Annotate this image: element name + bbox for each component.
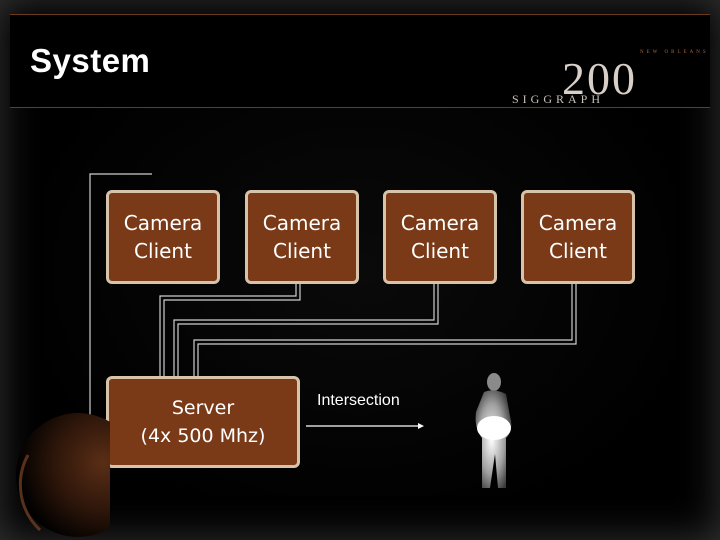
camera-client-label-line1: Camera [538, 211, 618, 235]
server-label-line2: (4x 500 Mhz) [140, 425, 266, 447]
server-box: Server (4x 500 Mhz) [106, 376, 300, 468]
person-silhouette-image [475, 373, 512, 488]
camera-client-label-line2: Client [134, 239, 192, 263]
title-bar [10, 14, 710, 108]
connector-camera-3 [177, 284, 439, 376]
camera-client-label-line2: Client [549, 239, 607, 263]
intersection-label: Intersection [317, 392, 400, 409]
connector-camera-4 [197, 284, 577, 376]
logo-location-text: NEW ORLEANS [640, 50, 709, 55]
logo-siggraph-text: SIGGRAPH [512, 92, 605, 106]
camera-client-box-3: Camera Client [383, 190, 497, 284]
siggraph-logo: NEW ORLEANS 200 SIGGRAPH [510, 40, 710, 112]
camera-client-box-1: Camera Client [106, 190, 220, 284]
camera-client-box-4: Camera Client [521, 190, 635, 284]
camera-client-label-line2: Client [411, 239, 469, 263]
planet-image [16, 413, 110, 537]
camera-client-label-line1: Camera [400, 211, 480, 235]
logo-year-text: 200 [562, 53, 637, 104]
camera-client-label-line1: Camera [123, 211, 203, 235]
camera-client-box-2: Camera Client [245, 190, 359, 284]
intersection-arrow [306, 423, 424, 429]
camera-client-label-line1: Camera [262, 211, 342, 235]
slide-title: System [30, 42, 151, 79]
camera-client-label-line2: Client [273, 239, 331, 263]
connector-camera-2 [163, 284, 301, 376]
server-label-line1: Server [171, 397, 235, 419]
